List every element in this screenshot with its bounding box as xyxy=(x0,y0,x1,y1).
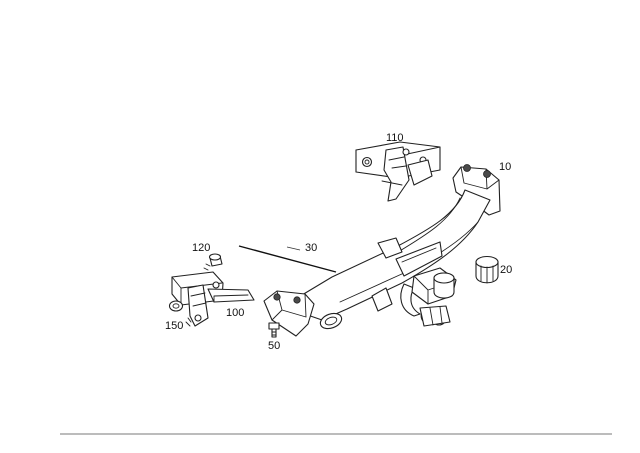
callout-30: 30 xyxy=(305,242,317,254)
callout-150: 150 xyxy=(165,320,183,332)
callout-120: 120 xyxy=(192,242,210,254)
bolt-part-120[interactable] xyxy=(203,253,223,271)
tow-bar-part-10[interactable] xyxy=(263,164,501,337)
leader-line-30 xyxy=(238,245,337,273)
bracket-part-110[interactable] xyxy=(355,141,441,202)
leader-line-30-tick xyxy=(286,246,301,251)
bracket-part-100[interactable] xyxy=(171,271,255,327)
nut-part-150[interactable] xyxy=(168,300,192,327)
ball-neck-socket-assembly[interactable] xyxy=(400,267,457,327)
callout-10: 10 xyxy=(499,161,511,173)
screw-part-50[interactable] xyxy=(268,322,280,338)
callout-50: 50 xyxy=(268,340,280,352)
callout-110: 110 xyxy=(386,132,404,144)
callout-100: 100 xyxy=(226,307,244,319)
ball-cap-part-20[interactable] xyxy=(475,255,499,284)
callout-20: 20 xyxy=(500,264,512,276)
